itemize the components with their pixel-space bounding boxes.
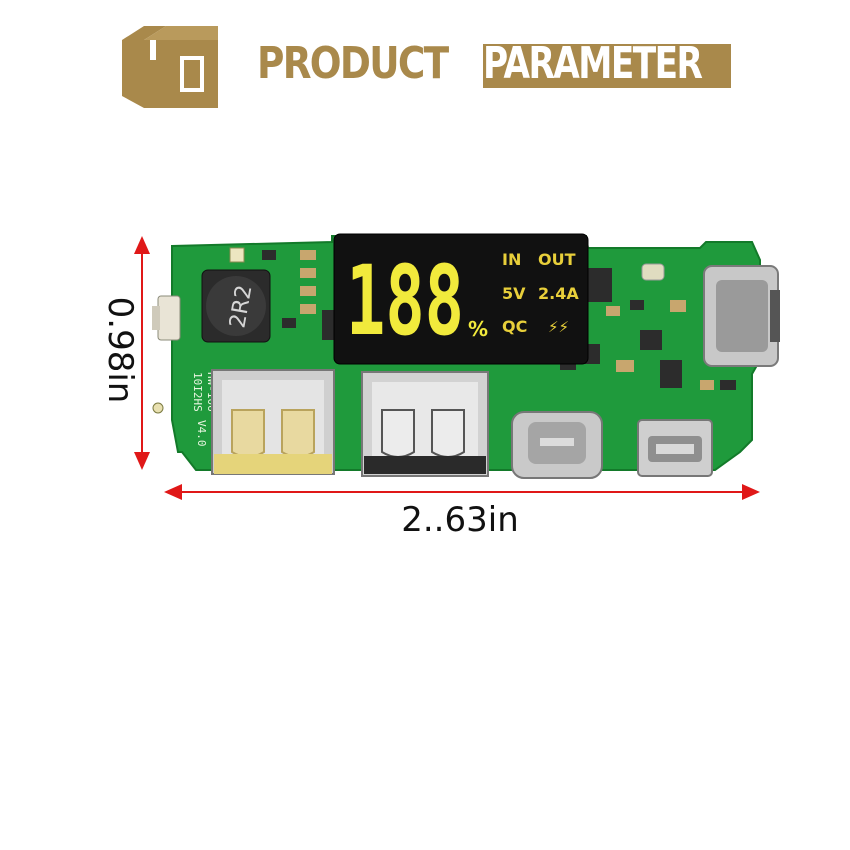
micro-usb-connector (637, 419, 713, 477)
usb-c-connector-top (703, 265, 780, 367)
width-dimension-label: 2..63in (401, 500, 519, 540)
header: PRODUCT PARAMETER (0, 0, 850, 130)
height-dimension-arrow (134, 236, 150, 470)
lcd-in-label: IN (502, 250, 521, 269)
smd-components (262, 250, 736, 390)
silk-code: 10I2HS (191, 372, 204, 412)
silk-version: V4.0 (195, 420, 208, 447)
lcd-percent: % (468, 317, 488, 341)
header-title-highlight-bg (483, 44, 731, 88)
width-dimension-arrow (164, 484, 760, 500)
lcd-out-label: OUT (538, 250, 576, 269)
lcd-current: 2.4A (538, 284, 579, 303)
height-dimension-label: 0.98in (100, 296, 140, 404)
header-title-product: PRODUCT (257, 38, 449, 89)
usb-a-port-2 (361, 371, 489, 477)
lcd-display (333, 233, 589, 365)
usb-a-port-1 (211, 369, 335, 475)
header-title-parameter: PARAMETER (483, 38, 703, 89)
lcd-voltage: 5V (502, 284, 526, 303)
lcd-digits: 188 (346, 245, 464, 357)
lcd-bolt-icon: ⚡⚡ (548, 318, 569, 336)
side-switch (157, 295, 181, 341)
lcd-qc-label: QC (502, 317, 527, 336)
mounting-hole (152, 402, 164, 414)
box-logo-icon (122, 26, 218, 108)
usb-c-connector-bottom (511, 411, 603, 479)
